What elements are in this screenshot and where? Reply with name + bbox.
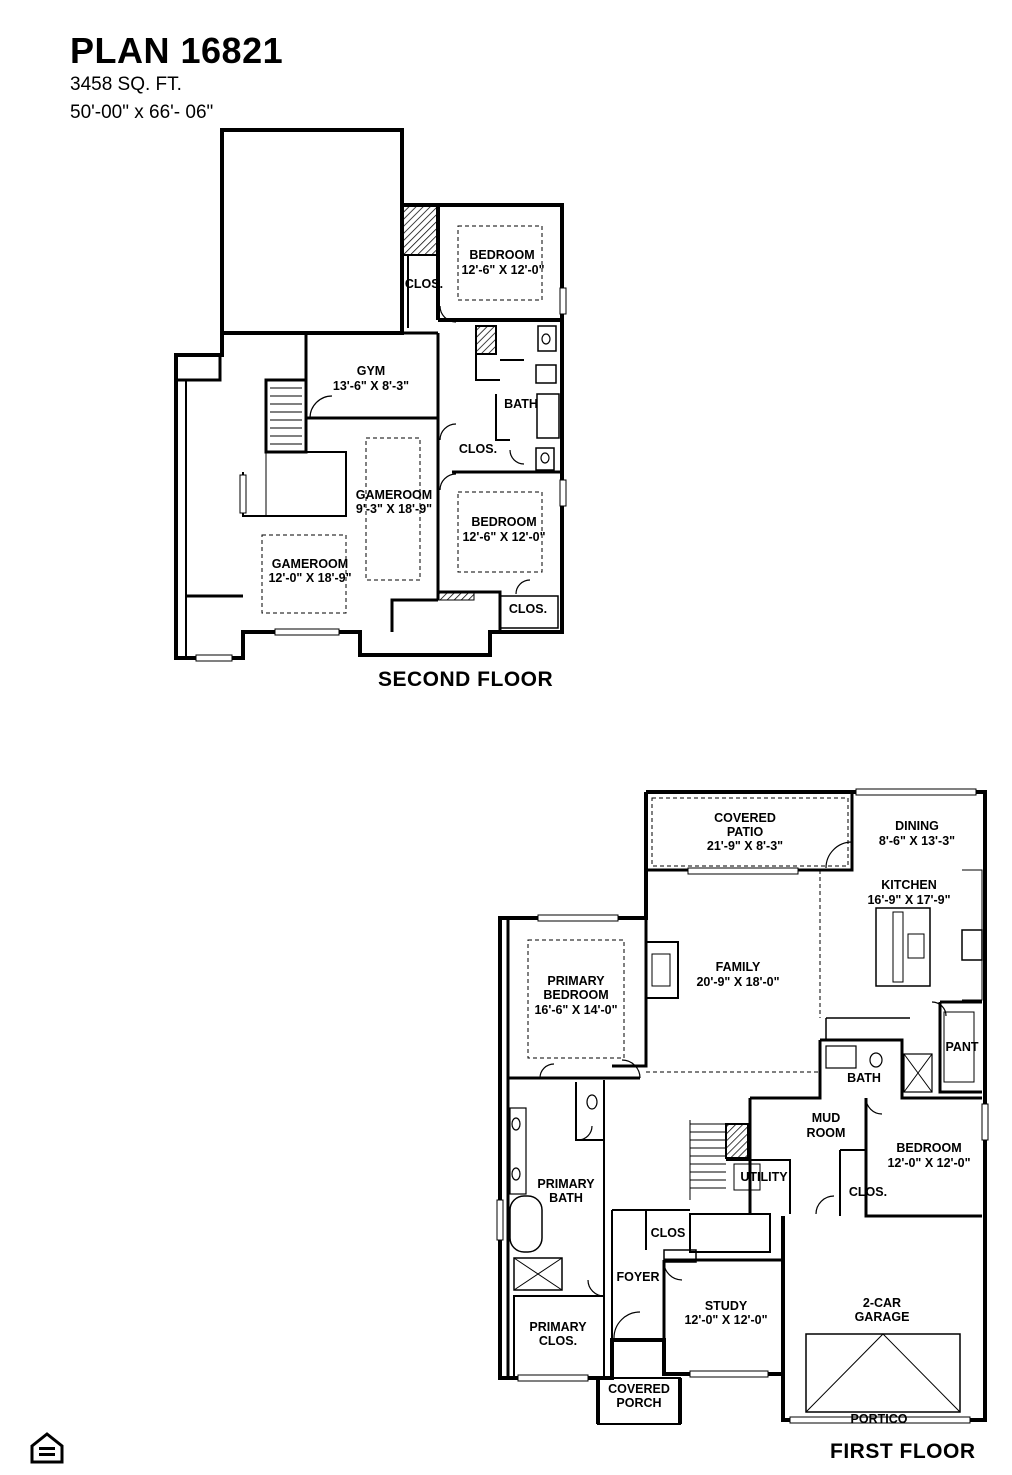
covered-porch-label: PORCH <box>616 1396 661 1410</box>
study-size: 12'-0" X 12'-0" <box>684 1313 767 1327</box>
closet-label: CLOS. <box>405 277 443 291</box>
family-size: 20'-9" X 18'-0" <box>696 975 779 989</box>
gameroom-label: GAMEROOM <box>356 488 432 502</box>
dining-label: DINING <box>895 819 939 833</box>
kitchen-label: KITCHEN <box>881 878 937 892</box>
covered-patio-label: COVERED <box>714 811 776 825</box>
second-floor-label: SECOND FLOOR <box>378 668 554 691</box>
lot-dimensions: 50'-00" x 66'- 06" <box>70 102 214 123</box>
bedroom-size: 12'-6" X 12'-0" <box>461 263 544 277</box>
gameroom-size: 12'-0" X 18'-9" <box>268 571 351 585</box>
portico-label: PORTICO <box>851 1412 908 1426</box>
covered-patio-label: PATIO <box>727 825 764 839</box>
second-floor-labels: BEDROOM 12'-6" X 12'-0" CLOS. GYM 13'-6"… <box>268 248 547 616</box>
first-floor-plan <box>496 788 989 1425</box>
foyer-label: FOYER <box>616 1270 659 1284</box>
primary-bedroom-label: BEDROOM <box>543 988 608 1002</box>
first-floor-labels: COVERED PATIO 21'-9" X 8'-3" DINING 8'-6… <box>529 811 979 1426</box>
mud-room-label: MUD <box>812 1111 840 1125</box>
family-label: FAMILY <box>716 960 761 974</box>
plan-title: PLAN 16821 <box>70 30 284 71</box>
mud-room-label: ROOM <box>807 1126 846 1140</box>
primary-bedroom-size: 16'-6" X 14'-0" <box>534 1003 617 1017</box>
bedroom-label: BEDROOM <box>471 515 536 529</box>
closet-label: CLOS. <box>849 1185 887 1199</box>
gym-size: 13'-6" X 8'-3" <box>333 379 409 393</box>
closet-label: CLOS. <box>459 442 497 456</box>
equal-housing-icon <box>30 1432 64 1464</box>
garage-label: 2-CAR <box>863 1296 901 1310</box>
closet-label: CLOS. <box>509 602 547 616</box>
bedroom-label: BEDROOM <box>896 1141 961 1155</box>
bedroom-size: 12'-6" X 12'-0" <box>462 530 545 544</box>
covered-patio-size: 21'-9" X 8'-3" <box>707 839 783 853</box>
bath-label: BATH <box>504 397 538 411</box>
primary-closet-label: CLOS. <box>539 1334 577 1348</box>
gym-label: GYM <box>357 364 385 378</box>
primary-bath-label: BATH <box>549 1191 583 1205</box>
bedroom-size: 12'-0" X 12'-0" <box>887 1156 970 1170</box>
second-floor-plan <box>174 128 567 662</box>
bedroom-label: BEDROOM <box>469 248 534 262</box>
kitchen-size: 16'-9" X 17'-9" <box>867 893 950 907</box>
primary-bedroom-label: PRIMARY <box>547 974 605 988</box>
primary-bath-label: PRIMARY <box>537 1177 595 1191</box>
covered-porch-label: COVERED <box>608 1382 670 1396</box>
dining-size: 8'-6" X 13'-3" <box>879 834 955 848</box>
gameroom-size: 9'-3" X 18'-9" <box>356 502 432 516</box>
utility-label: UTILITY <box>740 1170 788 1184</box>
study-label: STUDY <box>705 1299 748 1313</box>
closet-label: CLOS <box>651 1226 686 1240</box>
primary-closet-label: PRIMARY <box>529 1320 587 1334</box>
first-floor-label: FIRST FLOOR <box>830 1440 976 1463</box>
gameroom-label: GAMEROOM <box>272 557 348 571</box>
square-footage: 3458 SQ. FT. <box>70 74 182 95</box>
garage-label: GARAGE <box>855 1310 910 1324</box>
pantry-label: PANT <box>945 1040 978 1054</box>
bath-label: BATH <box>847 1071 881 1085</box>
